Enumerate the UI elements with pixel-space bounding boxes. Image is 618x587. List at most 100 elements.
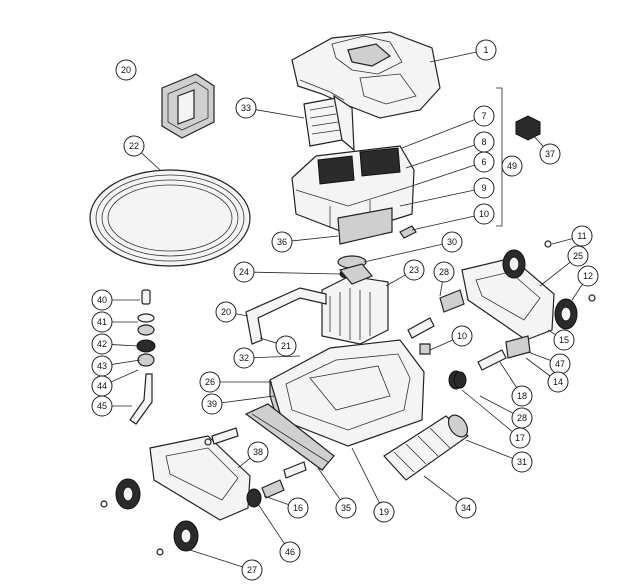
leader-line [527,351,551,361]
callout-7: 7 [473,105,495,127]
callout-number: 34 [461,503,471,513]
callout-10: 10 [451,325,473,347]
callout-number: 12 [583,271,593,281]
callout-number: 1 [483,45,488,55]
leader-line [405,144,475,169]
callout-number: 36 [277,237,287,247]
callout-number: 10 [457,331,467,341]
callout-circle [577,265,599,287]
callout-circle [433,261,455,283]
leader-line [411,215,475,231]
callout-number: 28 [517,413,527,423]
callout-39: 39 [201,393,223,415]
callout-circle [91,333,113,355]
callout-number: 46 [285,547,295,557]
callout-circle [233,261,255,283]
callout-number: 6 [481,157,486,167]
callout-number: 31 [517,457,527,467]
callout-46: 46 [279,541,301,563]
callout-number: 24 [239,267,249,277]
callout-circle [123,135,145,157]
brush-roller-illustration [383,414,469,481]
callout-number: 20 [121,65,131,75]
callout-circle [441,231,463,253]
callout-12: 12 [577,265,599,287]
callout-circle [451,325,473,347]
leader-line [111,344,139,347]
callout-40: 40 [91,289,113,311]
callout-28: 28 [511,407,533,429]
callout-number: 40 [97,295,107,305]
callout-number: 49 [507,161,517,171]
callout-circle [571,225,593,247]
callout-number: 9 [481,183,486,193]
callout-circle [91,289,113,311]
callout-circle [511,385,533,407]
callout-38: 38 [247,441,269,463]
callout-18: 18 [511,385,533,407]
callout-17: 17 [509,427,531,449]
callout-41: 41 [91,311,113,333]
callout-circle [235,97,257,119]
leader-line [411,164,475,187]
callout-number: 23 [409,265,419,275]
callout-44: 44 [91,375,113,397]
callout-21: 21 [275,335,297,357]
callout-circle [547,371,569,393]
leader-line [221,395,275,404]
leader-line [547,329,556,336]
callout-circle [241,559,263,581]
leader-line [429,51,477,63]
top-cover-illustration [291,31,441,119]
callout-22: 22 [123,135,145,157]
drive-track-illustration [244,403,335,471]
left-side-panel-illustration [149,435,251,521]
leader-line [255,109,305,119]
callout-24: 24 [233,261,255,283]
callout-number: 21 [281,341,291,351]
motor-block-illustration [321,263,389,345]
callout-circle [475,39,497,61]
callout-23: 23 [403,259,425,281]
leader-line [259,337,277,344]
callout-circle [511,451,533,473]
callout-circle [473,105,495,127]
callout-1: 1 [475,39,497,61]
callout-circle [553,329,575,351]
callout-19: 19 [373,501,395,523]
callout-number: 22 [129,141,139,151]
callout-number: 44 [97,381,107,391]
callout-9: 9 [473,177,495,199]
callout-37: 37 [539,143,561,165]
callout-circle [115,59,137,81]
callout-31: 31 [511,451,533,473]
leader-line [317,467,341,501]
callout-26: 26 [199,371,221,393]
leader-line [571,284,583,301]
handle-illustration [245,287,327,345]
filter-housing-illustration [291,145,415,245]
callout-10: 10 [473,203,495,225]
callout-circle [247,441,269,463]
callout-circle [403,259,425,281]
callout-circle [287,497,309,519]
callout-27: 27 [241,559,263,581]
callout-32: 32 [233,347,255,369]
callout-number: 11 [577,231,586,241]
callout-43: 43 [91,355,113,377]
callout-circle [373,501,395,523]
callout-number: 8 [481,137,486,147]
leader-line [253,271,341,275]
callout-15: 15 [553,329,575,351]
leader-line [253,355,301,359]
callout-number: 30 [447,237,457,247]
callout-number: 38 [253,447,263,457]
leader-line [141,152,161,171]
callout-30: 30 [441,231,463,253]
callout-number: 37 [545,149,555,159]
leader-line [291,235,339,242]
callout-number: 18 [517,391,527,401]
callout-number: 33 [241,103,251,113]
callout-47: 47 [549,353,571,375]
callout-circle [455,497,477,519]
